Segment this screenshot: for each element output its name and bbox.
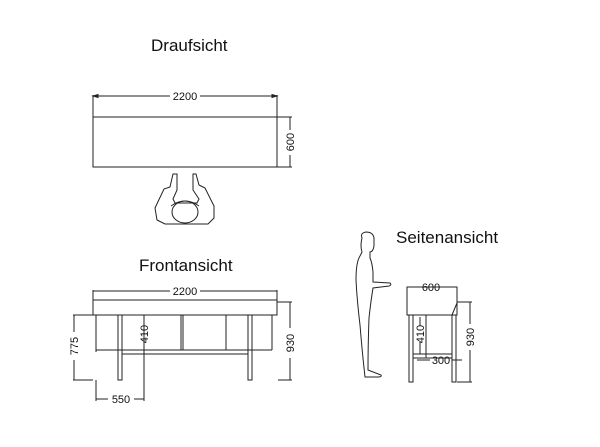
front-view-desk [92,299,278,381]
front-view-height-dimension [277,301,292,381]
person-top-view-icon [154,173,215,225]
front-height-label: 930 [285,334,297,352]
side-view-height-dimension [457,301,472,383]
side-depth-label: 600 [422,282,440,294]
front-width-label: 2200 [173,286,197,298]
side-shelf-label: 300 [432,355,450,367]
front-view-seat-height-dimension [73,314,93,381]
top-view-width-dimension [91,93,279,117]
side-knee-label: 410 [415,325,427,343]
side-view-title: Seitenansicht [396,228,499,247]
top-view-depth-dimension [277,116,292,168]
front-leg-offset-label: 550 [112,394,130,406]
top-depth-label: 600 [285,133,297,151]
front-view-title: Frontansicht [139,256,233,275]
front-view-width-dimension [92,290,278,300]
top-view-title: Draufsicht [151,36,228,55]
top-width-label: 2200 [173,91,197,103]
side-view-desk [406,286,458,383]
side-height-label: 930 [465,328,477,346]
front-knee-label: 410 [139,325,151,343]
person-side-view-icon [355,231,392,378]
front-seat-height-label: 775 [69,337,81,355]
front-view-leg-offset-dimension [95,350,145,401]
top-view-desk [92,116,278,168]
